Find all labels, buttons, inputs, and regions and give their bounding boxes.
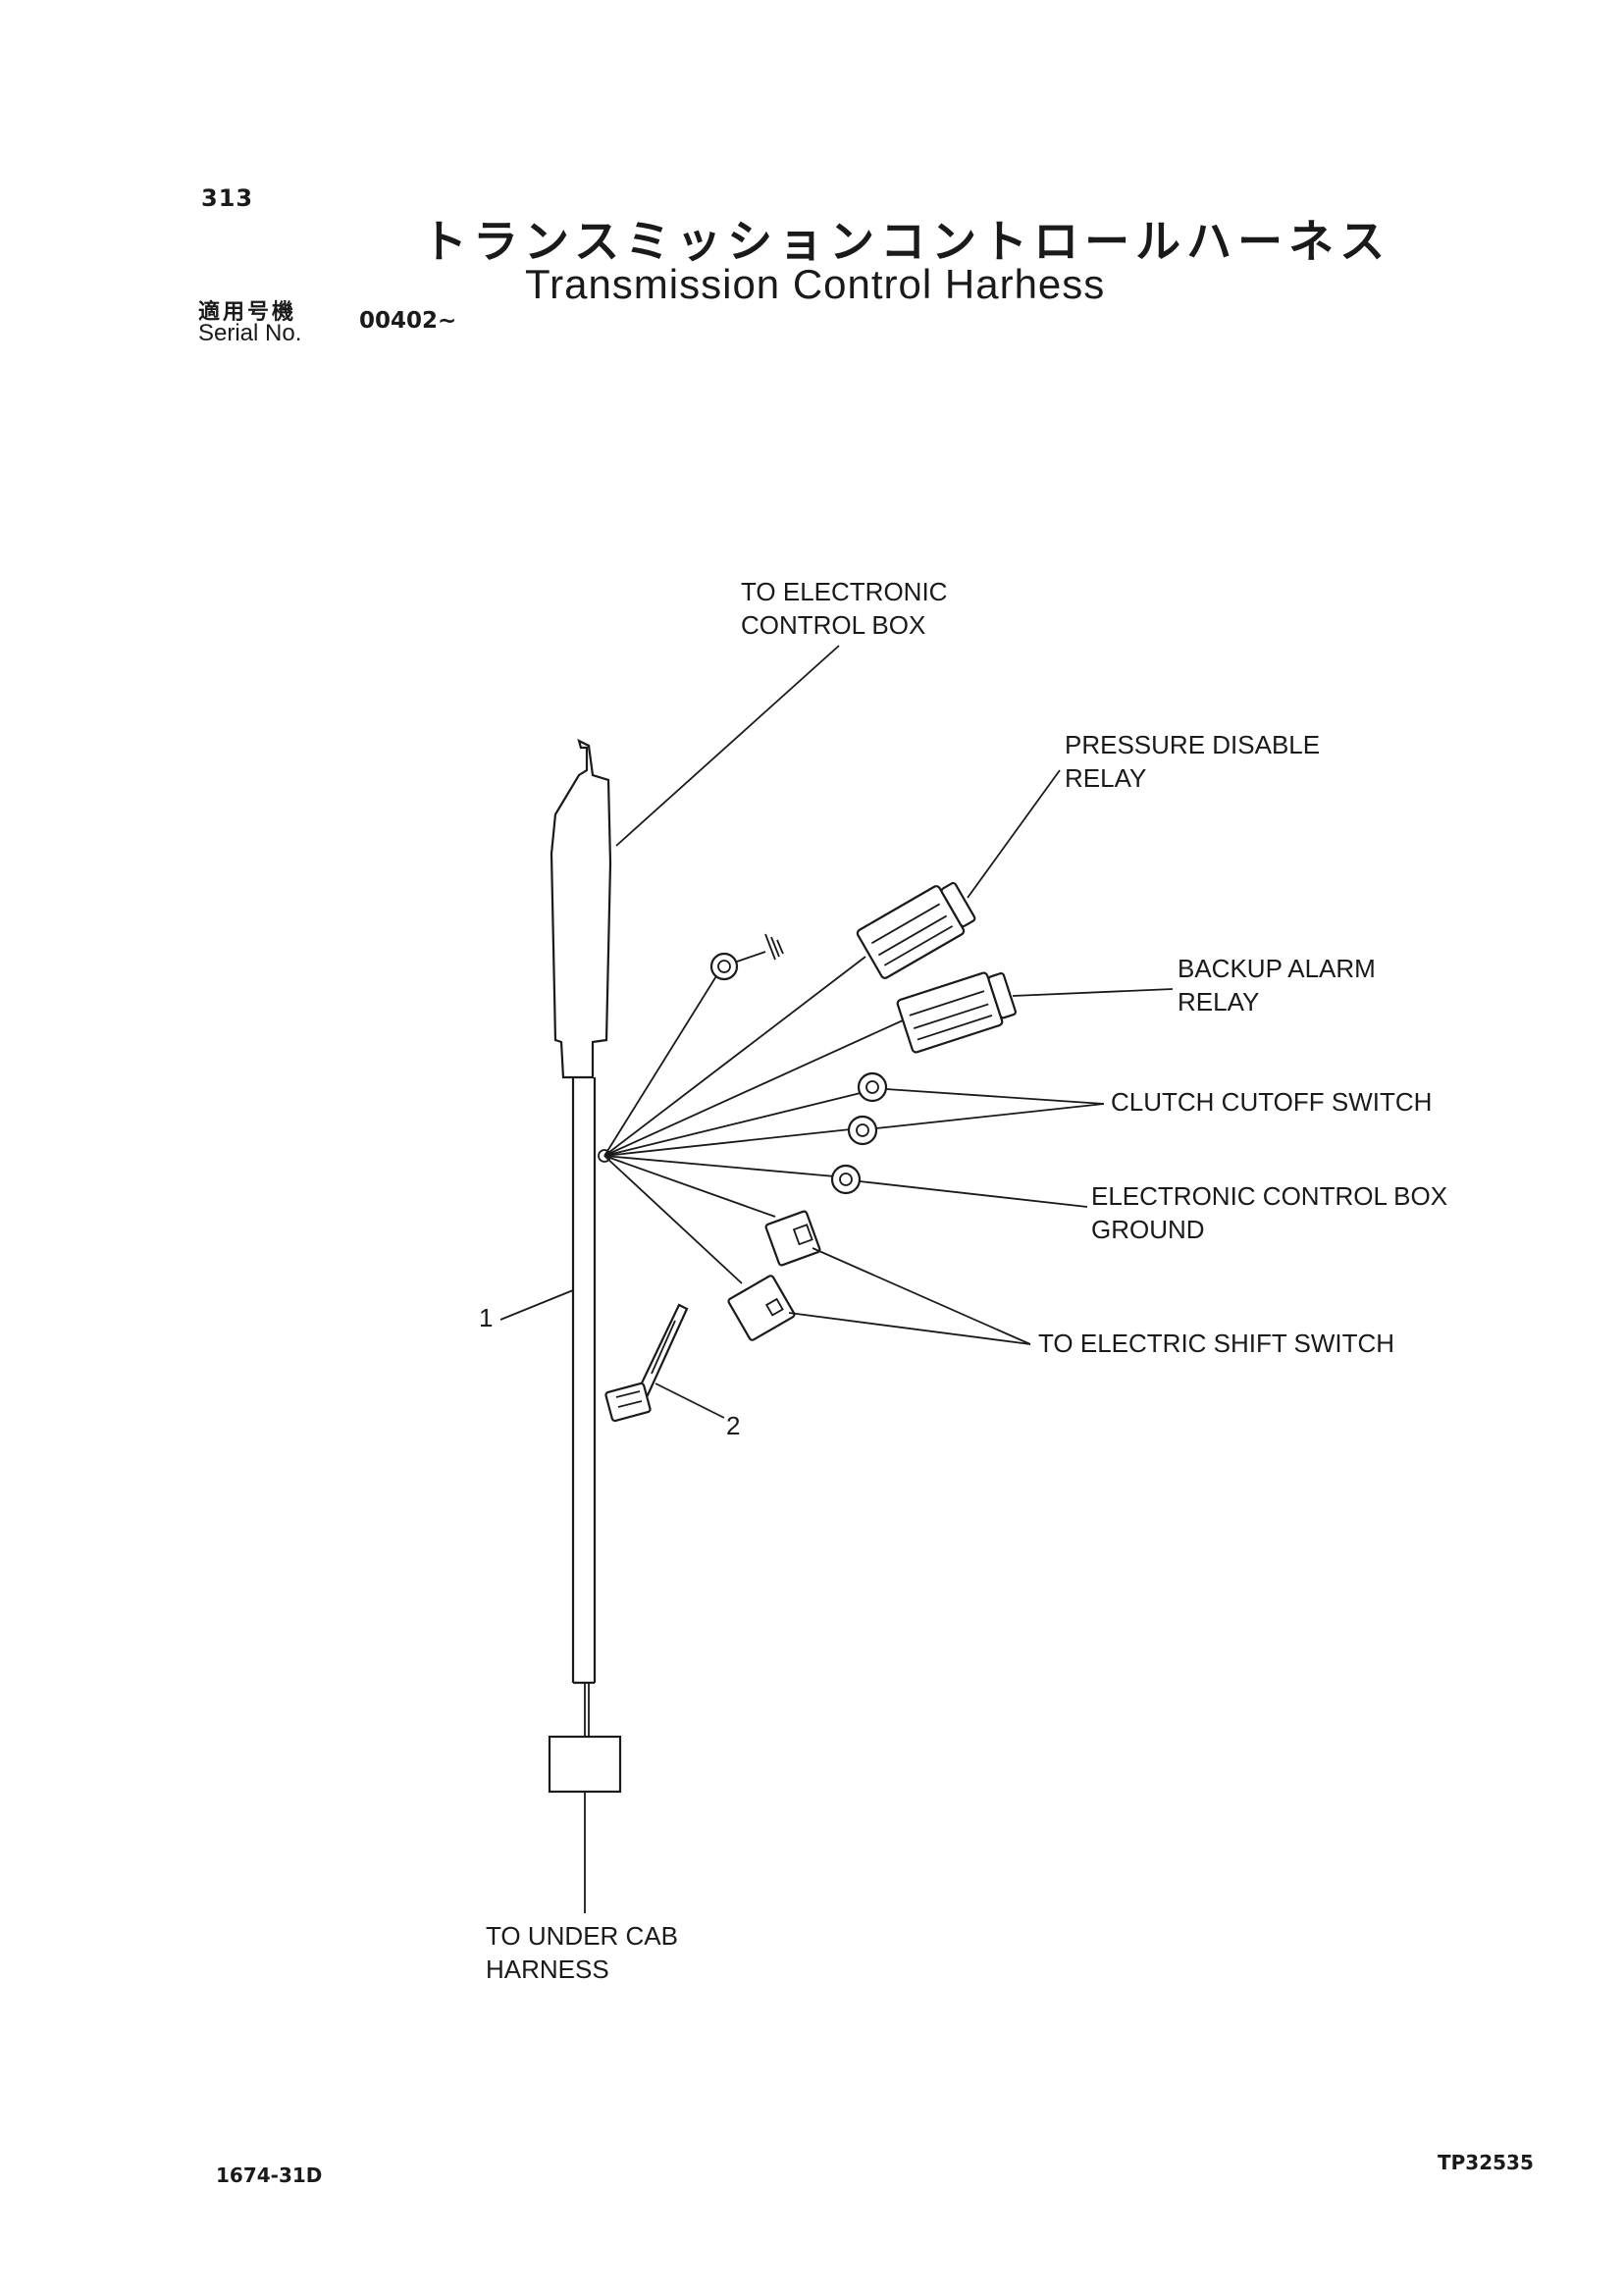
shift-switch-connector-lower	[727, 1275, 796, 1341]
label-to-under-cab-harness-line1: TO UNDER CAB	[486, 1921, 678, 1951]
label-pressure-disable-relay-line1: PRESSURE DISABLE	[1065, 730, 1320, 759]
shift-switch-connector-upper	[764, 1210, 821, 1267]
junction-node	[598, 1149, 611, 1163]
label-to-under-cab-harness-line2: HARNESS	[486, 1955, 609, 1984]
label-ecb-ground-line2: GROUND	[1091, 1215, 1205, 1244]
serial-number-value: 00402~	[359, 308, 457, 334]
clutch-cutoff-terminal-lower	[847, 1115, 878, 1146]
leader-shift-upper	[812, 1247, 1031, 1345]
backup-alarm-relay	[896, 971, 1017, 1054]
label-pressure-disable-relay-line2: RELAY	[1065, 763, 1146, 793]
label-ecb-ground-line1: ELECTRONIC CONTROL BOX	[1091, 1181, 1447, 1211]
leader-ecb-ground	[859, 1180, 1088, 1208]
branch-wires	[598, 956, 904, 1284]
leader-part-1	[499, 1289, 574, 1321]
clutch-cutoff-terminal-upper	[857, 1071, 888, 1103]
upper-connector-housing	[550, 738, 612, 1079]
label-clutch-cutoff-switch: CLUTCH CUTOFF SWITCH	[1111, 1087, 1432, 1117]
leader-electronic-control-box	[615, 645, 840, 847]
leader-part-2	[655, 1382, 725, 1419]
label-to-electronic-control-box-line2: CONTROL BOX	[741, 610, 925, 640]
ecb-ground-terminal	[830, 1164, 862, 1195]
callout-part-2: 2	[726, 1411, 740, 1440]
leader-clutch-upper	[885, 1088, 1105, 1105]
page-number: 313	[201, 184, 254, 212]
leader-pressure-disable-relay	[967, 769, 1061, 899]
page-title-japanese: トランスミッションコントロールハーネス	[422, 215, 1391, 268]
leader-clutch-lower	[875, 1103, 1105, 1129]
footer-left-code: 1674-31D	[216, 2164, 323, 2187]
callout-part-1: 1	[479, 1303, 493, 1332]
ground-terminal	[709, 933, 784, 981]
footer-right-code: TP32535	[1438, 2151, 1534, 2174]
cable-tie	[604, 1303, 689, 1423]
label-to-electric-shift-switch: TO ELECTRIC SHIFT SWITCH	[1038, 1329, 1394, 1358]
pressure-disable-relay	[856, 881, 976, 979]
page-title-english: Transmission Control Harhess	[525, 261, 1106, 307]
leader-backup-alarm-relay	[1012, 988, 1174, 997]
lower-connector-box	[548, 1735, 622, 1794]
leader-shift-lower	[788, 1312, 1031, 1345]
serial-label-english: Serial No.	[198, 320, 302, 346]
label-backup-alarm-relay-line1: BACKUP ALARM	[1178, 954, 1376, 983]
main-harness-trunk	[571, 1077, 597, 1737]
serial-label-japanese: 適用号機	[198, 300, 297, 325]
label-to-electronic-control-box-line1: TO ELECTRONIC	[741, 577, 947, 606]
label-backup-alarm-relay-line2: RELAY	[1178, 987, 1259, 1017]
